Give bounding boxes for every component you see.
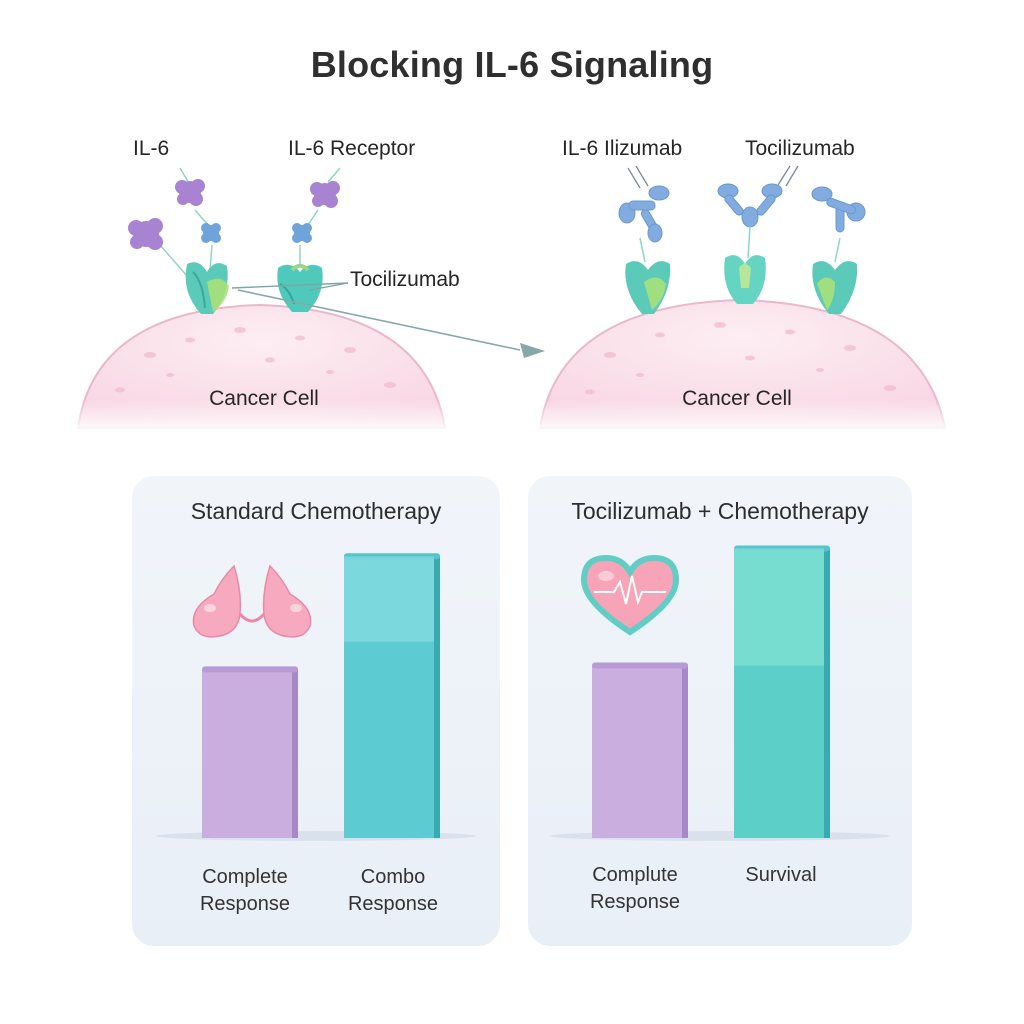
panel-standard-chemotherapy: Standard Chemotherapy Complete Response …	[132, 476, 500, 946]
label-il6-receptor: IL-6 Receptor	[288, 137, 416, 160]
signaling-diagram	[70, 165, 960, 430]
panel-tocilizumab-chemotherapy: Tocilizumab + Chemotherapy Complute Resp…	[528, 476, 912, 946]
panel-title: Tocilizumab + Chemotherapy	[571, 498, 869, 524]
bar-label-complete-response: Complete Response	[170, 864, 320, 918]
bar-label-line2: Response	[347, 893, 439, 915]
bar-label-line2: Response	[199, 893, 291, 915]
bar-label-line1: Complute	[592, 864, 678, 886]
bar-combo-response	[344, 553, 440, 838]
bar-complete-response	[202, 666, 298, 838]
label-tocilizumab-left: Tocilizumab	[350, 268, 460, 291]
cancer-cell-label-right: Cancer Cell	[682, 387, 792, 410]
label-il6: IL-6	[133, 137, 170, 160]
lungs-icon	[192, 564, 312, 638]
bar-label-line2: Response	[589, 891, 681, 913]
il6-molecules	[128, 179, 340, 250]
receptors-right	[625, 225, 858, 314]
bar-label-combo-response: Combo Response	[318, 864, 468, 918]
bar-chart-right	[550, 545, 890, 841]
bar-label-line1: Combo	[360, 866, 426, 888]
cancer-cell-right	[530, 298, 960, 430]
panel-title: Standard Chemotherapy	[190, 498, 442, 524]
bar-complute-response	[592, 662, 688, 838]
bar-label-line1: Complete	[202, 866, 288, 888]
bar-label-line1: Survival	[745, 864, 817, 886]
antibodies	[618, 183, 866, 243]
bar-label-complute-response: Complute Response	[560, 862, 710, 916]
bar-survival	[734, 545, 830, 838]
transition-arrow	[237, 289, 545, 358]
cancer-cell-left	[70, 303, 460, 430]
cancer-cell-label-left: Cancer Cell	[209, 387, 319, 410]
label-il6-ilizumab: IL-6 Ilizumab	[562, 137, 683, 160]
label-tocilizumab-right: Tocilizumab	[745, 137, 855, 160]
page-title: Blocking IL-6 Signaling	[310, 44, 714, 85]
bar-chart-left	[156, 553, 476, 841]
heart-pulse-icon	[580, 554, 680, 636]
bar-label-survival: Survival	[706, 862, 856, 889]
